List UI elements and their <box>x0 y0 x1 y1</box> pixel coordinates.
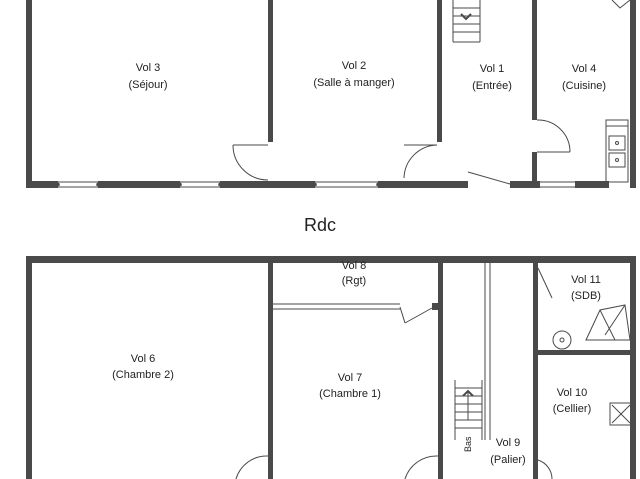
door-swing <box>235 455 269 479</box>
wall <box>575 181 609 188</box>
wall <box>98 181 180 188</box>
room-desc: (Cuisine) <box>562 80 606 92</box>
room-desc: (Séjour) <box>128 79 167 91</box>
wall <box>26 256 636 263</box>
room-label-vol3: Vol 3 (Séjour) <box>128 62 167 91</box>
wall <box>220 181 315 188</box>
room-label-vol10: Vol 10 (Cellier) <box>553 387 592 415</box>
ground-floor-plan <box>26 0 636 188</box>
wall <box>26 0 32 188</box>
wall <box>268 0 273 142</box>
room-name: Vol 8 <box>342 260 366 272</box>
staircase <box>454 380 483 440</box>
room-label-vol4: Vol 4 (Cuisine) <box>562 63 606 92</box>
room-name: Vol 10 <box>557 387 588 399</box>
room-desc: (Rgt) <box>342 275 366 287</box>
wall <box>378 181 468 188</box>
kitchen-sink <box>605 119 629 183</box>
washbasin <box>552 330 572 350</box>
wall <box>533 303 538 479</box>
room-desc: (Chambre 2) <box>112 369 174 381</box>
room-label-vol7: Vol 7 (Chambre 1) <box>319 372 381 400</box>
room-label-vol9: Vol 9 (Palier) <box>490 437 525 466</box>
door-swing <box>536 119 571 153</box>
wall <box>538 350 636 355</box>
room-label-vol8: Vol 8 (Rgt) <box>342 260 366 287</box>
room-label-vol2: Vol 2 (Salle à manger) <box>313 60 394 89</box>
door-swing <box>403 144 438 179</box>
door-swing <box>232 144 269 181</box>
wall <box>26 256 32 479</box>
door-swing <box>537 459 553 479</box>
room-desc: (Chambre 1) <box>319 388 381 400</box>
wall <box>630 0 636 188</box>
wall <box>268 263 273 479</box>
room-name: Vol 2 <box>342 60 366 72</box>
room-desc: (Cellier) <box>553 403 592 415</box>
boiler-box <box>609 402 633 426</box>
cupboard-door <box>404 307 433 324</box>
room-desc: (Salle à manger) <box>313 77 394 89</box>
wall <box>532 152 537 188</box>
entry-door <box>467 171 511 185</box>
room-desc: (Palier) <box>490 454 525 466</box>
room-desc: (Entrée) <box>472 80 512 92</box>
room-desc: (SDB) <box>571 290 601 302</box>
room-name: Vol 1 <box>480 63 504 75</box>
wall <box>438 263 443 479</box>
cupboard-door <box>399 306 406 324</box>
wall <box>532 0 537 120</box>
door-swing <box>404 455 439 479</box>
room-name: Vol 4 <box>572 63 596 75</box>
level-title: Rdc <box>304 215 336 235</box>
wall <box>432 303 438 310</box>
counter <box>611 0 631 9</box>
room-name: Vol 6 <box>131 353 155 365</box>
room-name: Vol 11 <box>571 274 601 286</box>
wall <box>437 0 442 142</box>
room-name: Vol 9 <box>496 437 520 449</box>
stair-label: Bas <box>463 436 473 452</box>
wall <box>510 181 540 188</box>
room-name: Vol 3 <box>136 62 160 74</box>
wall <box>630 256 636 479</box>
room-label-vol1: Vol 1 (Entrée) <box>472 63 512 92</box>
shower <box>585 304 631 341</box>
wall <box>26 181 58 188</box>
room-label-vol11: Vol 11 (SDB) <box>571 274 601 302</box>
room-label-vol6: Vol 6 (Chambre 2) <box>112 353 174 381</box>
room-name: Vol 7 <box>338 372 362 384</box>
door <box>537 267 553 299</box>
wall <box>533 263 538 303</box>
staircase <box>452 0 481 43</box>
upper-floor-plan: Bas <box>26 256 636 479</box>
